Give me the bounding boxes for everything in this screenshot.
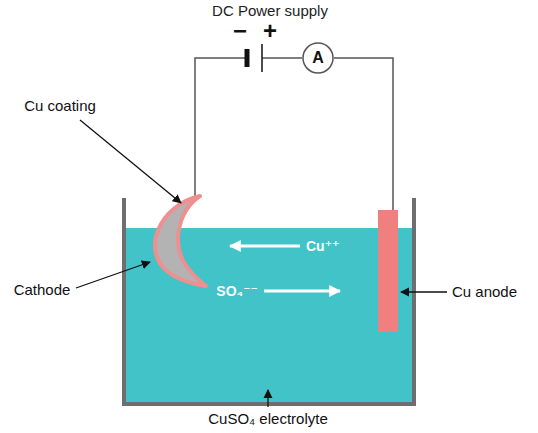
anode-label: Cu anode xyxy=(452,283,517,300)
anode-wire xyxy=(334,58,393,212)
cation-label: Cu⁺⁺ xyxy=(306,238,339,254)
battery-negative-plate xyxy=(245,49,250,67)
anode-plate xyxy=(378,210,398,332)
power-supply-title: DC Power supply xyxy=(212,2,328,19)
battery-positive-plate xyxy=(261,44,263,72)
leader-arrow xyxy=(80,120,181,203)
anion-label: SO₄⁻⁻ xyxy=(216,283,258,299)
cathode-label: Cathode xyxy=(14,281,71,298)
ion-arrow xyxy=(264,290,340,293)
meter-symbol: A xyxy=(302,49,334,67)
cathode-shape xyxy=(155,196,206,286)
leader-arrow xyxy=(76,262,150,288)
wire xyxy=(262,57,302,59)
cathode-wire xyxy=(195,58,247,198)
ion-arrow xyxy=(230,245,300,248)
positive-terminal-sign: + xyxy=(263,17,277,45)
electrolyte-label: CuSO₄ electrolyte xyxy=(208,410,328,427)
leader-arrow xyxy=(401,291,447,292)
negative-terminal-sign: − xyxy=(233,17,247,45)
ammeter: A xyxy=(302,42,334,74)
coating-label: Cu coating xyxy=(24,97,96,114)
ammeter-outline xyxy=(303,43,333,73)
leader-arrow xyxy=(267,390,268,407)
